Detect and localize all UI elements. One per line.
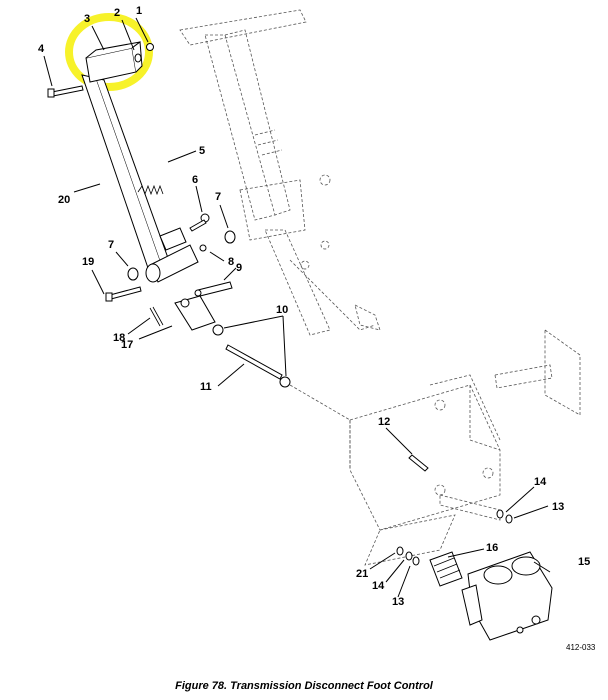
callout-6: 6 bbox=[192, 174, 198, 186]
callout-7b: 7 bbox=[108, 239, 114, 251]
callout-7a: 7 bbox=[215, 191, 221, 203]
callout-20: 20 bbox=[58, 194, 70, 206]
callout-9: 9 bbox=[236, 262, 242, 274]
hardware bbox=[47, 43, 553, 641]
callout-1: 1 bbox=[136, 5, 142, 17]
callout-13b: 13 bbox=[392, 596, 404, 608]
figure-caption: Figure 78. Transmission Disconnect Foot … bbox=[175, 680, 433, 692]
callout-11: 11 bbox=[200, 381, 212, 393]
callout-2: 2 bbox=[114, 7, 120, 19]
leader-lines bbox=[43, 17, 551, 598]
callout-labels: 1 2 3 4 5 6 7 7 8 9 10 11 12 13 13 14 14… bbox=[38, 5, 596, 652]
callout-18: 18 bbox=[113, 332, 125, 344]
callout-4: 4 bbox=[38, 43, 45, 55]
callout-5: 5 bbox=[199, 145, 205, 157]
callout-15: 15 bbox=[578, 556, 590, 568]
highlight-marker bbox=[65, 13, 153, 91]
callout-21: 21 bbox=[356, 568, 368, 580]
figure-code: 412-033 bbox=[566, 643, 596, 652]
foot-pad bbox=[85, 41, 143, 83]
callout-13a: 13 bbox=[552, 501, 564, 513]
callout-8: 8 bbox=[228, 256, 234, 268]
callout-19: 19 bbox=[82, 256, 94, 268]
callout-10: 10 bbox=[276, 304, 288, 316]
callout-3: 3 bbox=[84, 13, 90, 25]
callout-16: 16 bbox=[486, 542, 498, 554]
callout-14b: 14 bbox=[372, 580, 385, 592]
callout-14a: 14 bbox=[534, 476, 547, 488]
callout-17: 17 bbox=[121, 339, 133, 351]
callout-12: 12 bbox=[378, 416, 390, 428]
pedal-arm bbox=[81, 74, 169, 269]
ghost-structure bbox=[179, 9, 581, 566]
